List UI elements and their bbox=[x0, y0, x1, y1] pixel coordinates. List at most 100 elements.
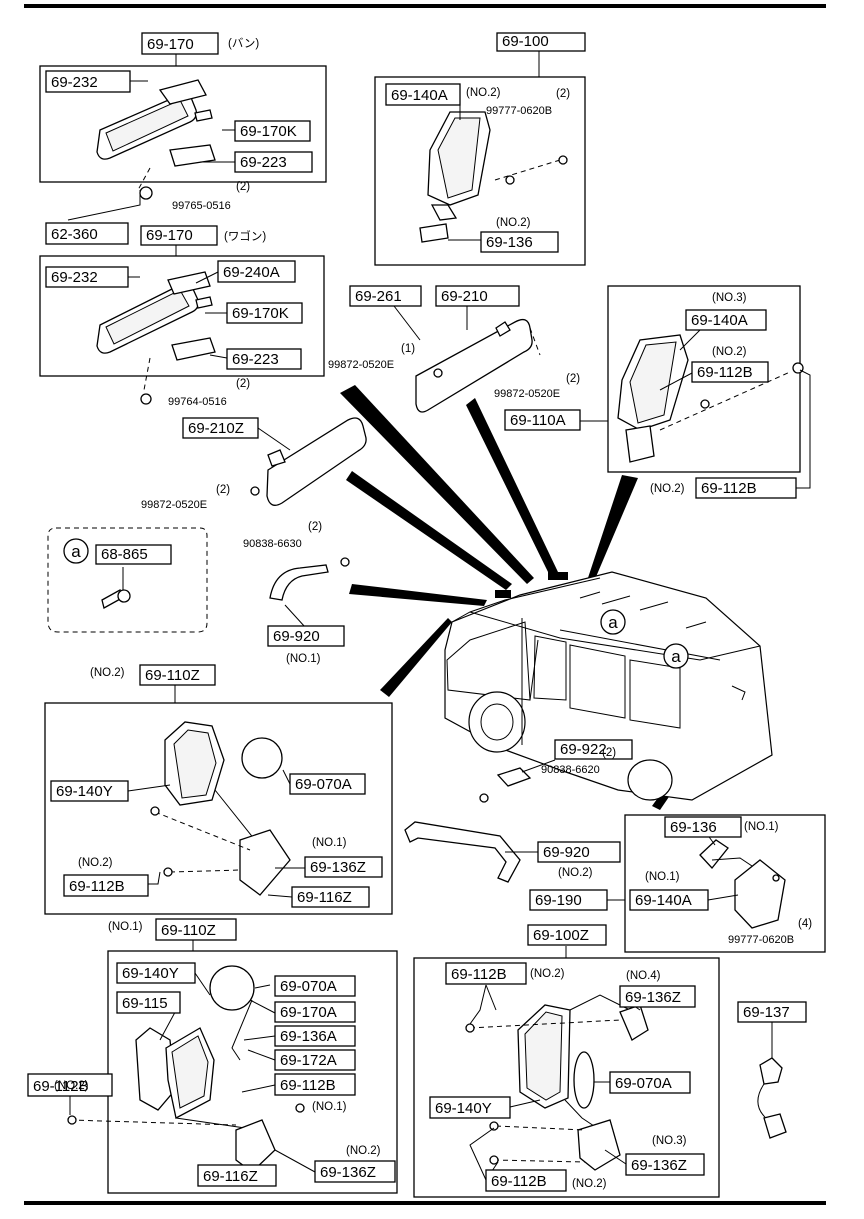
annotation-note: 99777-0620B bbox=[486, 105, 552, 117]
part-number-text: 69-920 bbox=[273, 628, 320, 645]
part-number-text: 69-136Z bbox=[631, 1157, 687, 1174]
pointer-ray bbox=[466, 398, 558, 576]
part-number-text: 69-170K bbox=[240, 123, 297, 140]
part-label-box bbox=[629, 889, 709, 911]
part-number-text: 69-210Z bbox=[188, 420, 244, 437]
part-number-text: 69-110A bbox=[510, 412, 566, 429]
part-label-box bbox=[27, 1073, 113, 1097]
assist-grip-69-922 bbox=[479, 767, 532, 803]
annotation-note: 99777-0620B bbox=[728, 934, 794, 946]
part-label-box bbox=[435, 285, 520, 307]
part-label-69-110a: 69-110A bbox=[504, 409, 581, 431]
part-number-text: 69-136Z bbox=[625, 989, 681, 1006]
van-illustration bbox=[444, 571, 773, 801]
part-label-box bbox=[496, 32, 586, 52]
part-label-box bbox=[504, 409, 581, 431]
part-number-text: 69-115 bbox=[122, 995, 168, 1012]
annotation-note: (NO.2) bbox=[90, 667, 125, 679]
part-number-text: 69-223 bbox=[232, 351, 279, 368]
part-label-69-112b: 69-112B bbox=[63, 874, 149, 897]
part-label-box bbox=[619, 985, 696, 1008]
part-label-box bbox=[737, 1001, 807, 1023]
pointer-ray bbox=[346, 471, 512, 590]
part-label-69-112b: 69-112B bbox=[27, 1073, 113, 1097]
fender-mirror-69-190 bbox=[699, 839, 786, 929]
part-label-69-920: 69-920 bbox=[267, 625, 345, 647]
part-label-box bbox=[304, 856, 383, 878]
annotation-note: (NO.2) bbox=[572, 1178, 607, 1190]
part-label-box bbox=[267, 625, 345, 647]
annotation-note: (NO.2) bbox=[712, 346, 747, 358]
part-number-text: 69-070A bbox=[280, 978, 337, 995]
part-number-text: 69-116Z bbox=[297, 889, 352, 906]
annotation-note: (NO.2) bbox=[346, 1145, 381, 1157]
part-label-box bbox=[274, 1025, 356, 1047]
part-label-69-170k: 69-170K bbox=[234, 120, 311, 142]
part-label-box bbox=[554, 739, 633, 760]
part-label-69-240a: 69-240A bbox=[217, 260, 296, 283]
part-number-text: 69-100Z bbox=[533, 927, 589, 944]
part-number-text: 69-136Z bbox=[310, 859, 366, 876]
callout-a-circle bbox=[63, 538, 89, 564]
part-number-text: 69-110Z bbox=[145, 667, 200, 684]
part-label-box bbox=[226, 302, 303, 324]
part-label-69-232: 69-232 bbox=[45, 266, 129, 288]
part-label-box bbox=[140, 225, 218, 246]
part-label-box bbox=[691, 361, 769, 383]
part-label-69-136z: 69-136Z bbox=[625, 1153, 705, 1176]
part-number-text: 62-360 bbox=[51, 226, 98, 243]
part-label-box bbox=[274, 975, 356, 997]
part-number-text: 69-170K bbox=[232, 305, 289, 322]
part-number-text: 69-922 bbox=[560, 741, 607, 758]
part-label-69-115: 69-115 bbox=[116, 991, 181, 1014]
part-number-text: 69-920 bbox=[543, 844, 590, 861]
annotation-note: (2) bbox=[566, 373, 580, 385]
part-number-text: 68-865 bbox=[101, 546, 148, 563]
frame-69-110A bbox=[607, 285, 801, 473]
part-label-box bbox=[217, 260, 296, 283]
part-label-box bbox=[50, 780, 129, 802]
annotation-note: (2) bbox=[308, 521, 322, 533]
part-label-box bbox=[695, 477, 797, 499]
hook-68-865 bbox=[101, 589, 131, 609]
pointer-ray bbox=[340, 385, 534, 584]
part-label-69-112b: 69-112B bbox=[691, 361, 769, 383]
part-number-text: 69-112B bbox=[69, 878, 125, 895]
annotation-note: (2) bbox=[602, 747, 616, 759]
annotation-note: (NO.2) bbox=[650, 483, 685, 495]
assist-grip-69-920-no2 bbox=[404, 821, 521, 883]
part-label-box bbox=[45, 222, 129, 245]
part-number-text: 69-112B bbox=[33, 1078, 89, 1095]
part-label-69-140y: 69-140Y bbox=[429, 1096, 511, 1119]
part-number-text: 69-140A bbox=[691, 312, 748, 329]
part-label-69-110z: 69-110Z bbox=[139, 664, 216, 686]
annotation-note: (バン) bbox=[228, 37, 259, 50]
part-label-box bbox=[226, 348, 302, 370]
part-number-text: 69-136Z bbox=[320, 1164, 376, 1181]
part-number-text: 69-232 bbox=[51, 74, 98, 91]
annotation-note: (NO.1) bbox=[312, 837, 347, 849]
callout-a-circle bbox=[663, 643, 689, 669]
part-label-69-223: 69-223 bbox=[234, 151, 313, 173]
part-label-69-136z: 69-136Z bbox=[314, 1160, 396, 1183]
part-label-box bbox=[625, 1153, 705, 1176]
part-label-69-136z: 69-136Z bbox=[619, 985, 696, 1008]
part-label-69-137: 69-137 bbox=[737, 1001, 807, 1023]
pointer-ray bbox=[349, 584, 487, 606]
part-label-box bbox=[289, 773, 366, 795]
pointer-ray bbox=[380, 618, 452, 697]
part-label-box bbox=[274, 1049, 356, 1071]
part-label-box bbox=[485, 1169, 567, 1192]
part-label-69-116z: 69-116Z bbox=[197, 1164, 277, 1187]
annotation-note: 90838-6630 bbox=[243, 538, 302, 550]
annotation-note: (1) bbox=[401, 343, 415, 355]
part-label-box bbox=[527, 924, 607, 946]
annotation-note: (NO.2) bbox=[78, 857, 113, 869]
part-label-box bbox=[529, 889, 608, 911]
annotation-note: 99872-0520E bbox=[141, 499, 207, 511]
annotation-note: 99872-0520E bbox=[328, 359, 394, 371]
annotation-note: (ワゴン) bbox=[224, 229, 266, 243]
part-number-text: 69-112B bbox=[451, 966, 507, 983]
part-number-text: 69-110Z bbox=[161, 922, 216, 939]
